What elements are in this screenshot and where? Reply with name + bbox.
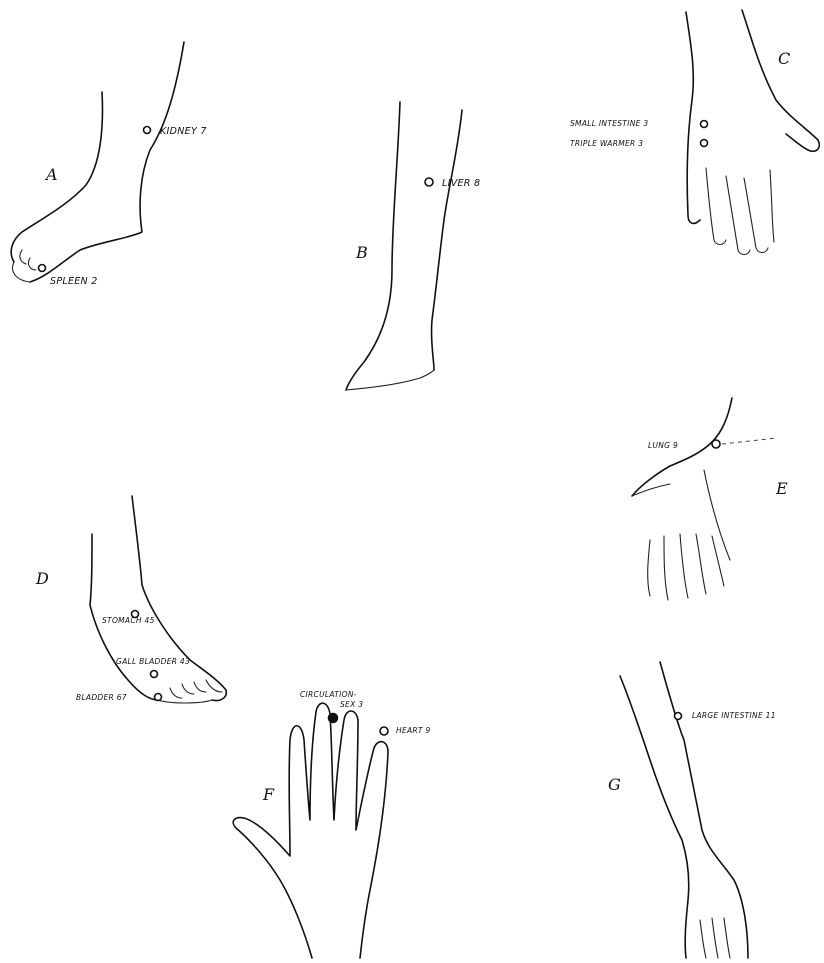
figure-b-leg-left (346, 102, 400, 390)
figure-b-letter: B (355, 243, 368, 262)
figure-e-hand (632, 470, 730, 600)
figure-b-leg-right (431, 110, 462, 370)
small-intestine-3-point (701, 121, 708, 128)
figure-c: SMALL INTESTINE 3 TRIPLE WARMER 3 C (570, 10, 819, 255)
figure-b-foot (346, 370, 434, 390)
bladder-67-label: BLADDER 67 (76, 693, 127, 702)
figure-f-hand-outline (233, 703, 388, 958)
figure-c-letter: C (778, 49, 790, 68)
figure-a-leg-back (30, 42, 184, 282)
figure-c-fingers (706, 168, 774, 255)
lung-9-label: LUNG 9 (648, 441, 678, 450)
figure-g: LARGE INTESTINE 11 G (608, 662, 776, 958)
figure-d-letter: D (35, 569, 49, 588)
circulation-sex-3-label-line2: SEX 3 (340, 700, 363, 709)
large-intestine-11-point (675, 713, 682, 720)
figure-a-letter: A (44, 165, 58, 184)
liver-8-label: LIVER 8 (442, 178, 480, 189)
figure-e-letter: E (775, 479, 788, 498)
figure-d-leg-right (132, 496, 226, 701)
liver-8-point (425, 178, 433, 186)
heart-9-point (380, 727, 388, 735)
triple-warmer-3-point (701, 140, 708, 147)
heart-9-label: HEART 9 (396, 726, 431, 735)
spleen-2-point (39, 265, 46, 272)
gall-bladder-43-point (151, 671, 158, 678)
kidney-7-label: KIDNEY 7 (160, 126, 207, 137)
figure-d: STOMACH 45 GALL BLADDER 43 BLADDER 67 D (35, 496, 226, 703)
circulation-sex-3-label-line1: CIRCULATION- (300, 690, 357, 699)
figure-g-letter: G (608, 775, 621, 794)
figure-b: LIVER 8 B (346, 102, 480, 390)
gall-bladder-43-label: GALL BLADDER 43 (116, 657, 190, 666)
circulation-sex-3-point (329, 714, 338, 723)
figure-e: LUNG 9 E (632, 398, 788, 600)
figure-a-toes (13, 250, 36, 282)
spleen-2-label: SPLEEN 2 (50, 276, 98, 287)
large-intestine-11-label: LARGE INTESTINE 11 (692, 711, 776, 720)
small-intestine-3-label: SMALL INTESTINE 3 (570, 119, 648, 128)
figure-f: CIRCULATION- SEX 3 HEART 9 F (233, 690, 430, 958)
kidney-7-point (144, 127, 151, 134)
figure-g-arm-right (660, 662, 748, 958)
figure-g-fingers (700, 918, 730, 958)
figure-a: KIDNEY 7 SPLEEN 2 A (11, 42, 207, 287)
lung-9-point (712, 440, 720, 448)
triple-warmer-3-label: TRIPLE WARMER 3 (570, 139, 643, 148)
figure-f-letter: F (262, 785, 275, 804)
figure-c-arm-left (686, 12, 700, 223)
bladder-67-point (155, 694, 162, 701)
figure-c-arm-right (742, 10, 819, 151)
figure-e-forearm-line (722, 438, 776, 444)
stomach-45-label: STOMACH 45 (102, 616, 155, 625)
